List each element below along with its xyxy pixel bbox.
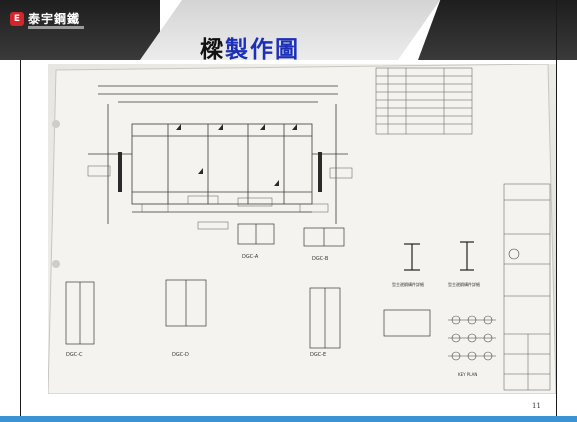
dimension-boxes — [87, 165, 353, 230]
page-number: 11 — [532, 402, 541, 410]
callout-dgc-e: DGC-E — [310, 352, 326, 358]
title-block — [503, 183, 551, 391]
section-note-1: 型主邊鋼構件詳細 — [392, 281, 424, 287]
slide-title-part1: 樑 — [200, 36, 225, 63]
bottom-accent-bar — [0, 416, 577, 422]
frame-left-line — [20, 60, 21, 416]
slide-title-part2: 製作圖 — [225, 36, 300, 63]
i-beam-sections — [404, 241, 474, 271]
key-plan — [448, 315, 496, 361]
frame-right-line — [556, 0, 557, 416]
callout-dgc-a: DGC-A — [242, 254, 259, 260]
key-plan-label: KEY PLAN — [458, 372, 477, 377]
slide-header: E 泰宇鋼鐵 樑製作圖 — [0, 0, 577, 63]
section-note-2: 型主邊鋼構件詳細 — [448, 281, 480, 287]
title-band — [140, 0, 440, 60]
callout-dgc-c: DGC-C — [66, 352, 83, 358]
logo-block: E 泰宇鋼鐵 — [0, 0, 160, 60]
beam-drawing-photo: DGC-A DGC-B DGC-C DGC-D DGC-E 型主邊鋼構件詳細 型… — [48, 64, 556, 394]
slide-title: 樑製作圖 — [200, 30, 300, 64]
beam-drawing-svg: DGC-A DGC-B DGC-C DGC-D DGC-E 型主邊鋼構件詳細 型… — [48, 64, 556, 394]
elevation-marks — [118, 124, 322, 192]
company-logo-icon: E — [10, 12, 24, 26]
header-right-block — [418, 0, 577, 60]
callout-dgc-d: DGC-D — [172, 352, 189, 358]
callout-dgc-b: DGC-B — [312, 256, 329, 262]
schedule-table — [375, 67, 473, 135]
section-details — [65, 223, 431, 349]
company-name: 泰宇鋼鐵 — [28, 12, 81, 26]
company-subtitle-bar — [28, 26, 84, 29]
